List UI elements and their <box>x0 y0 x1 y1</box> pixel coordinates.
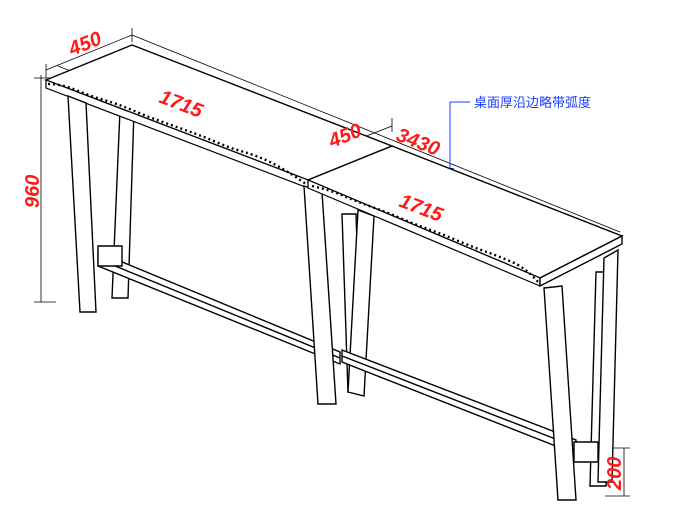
dim-450-left: 450 <box>65 28 105 61</box>
right-stretcher-block <box>573 441 599 463</box>
left-stretcher-block <box>97 245 123 267</box>
right-front-leg-1 <box>543 285 577 501</box>
right-top-side <box>539 234 623 288</box>
dim-960-height: 960 <box>22 175 44 208</box>
dim-200-stretcher: 200 <box>604 457 626 491</box>
left-front-leg-1 <box>67 94 97 313</box>
left-table-top <box>44 44 394 181</box>
left-table <box>44 44 394 405</box>
left-front-leg-2 <box>303 185 337 405</box>
edge-annotation: 桌面厚沿边略带弧度 <box>474 95 591 111</box>
right-table <box>306 145 624 501</box>
right-front-leg-2 <box>597 248 619 483</box>
